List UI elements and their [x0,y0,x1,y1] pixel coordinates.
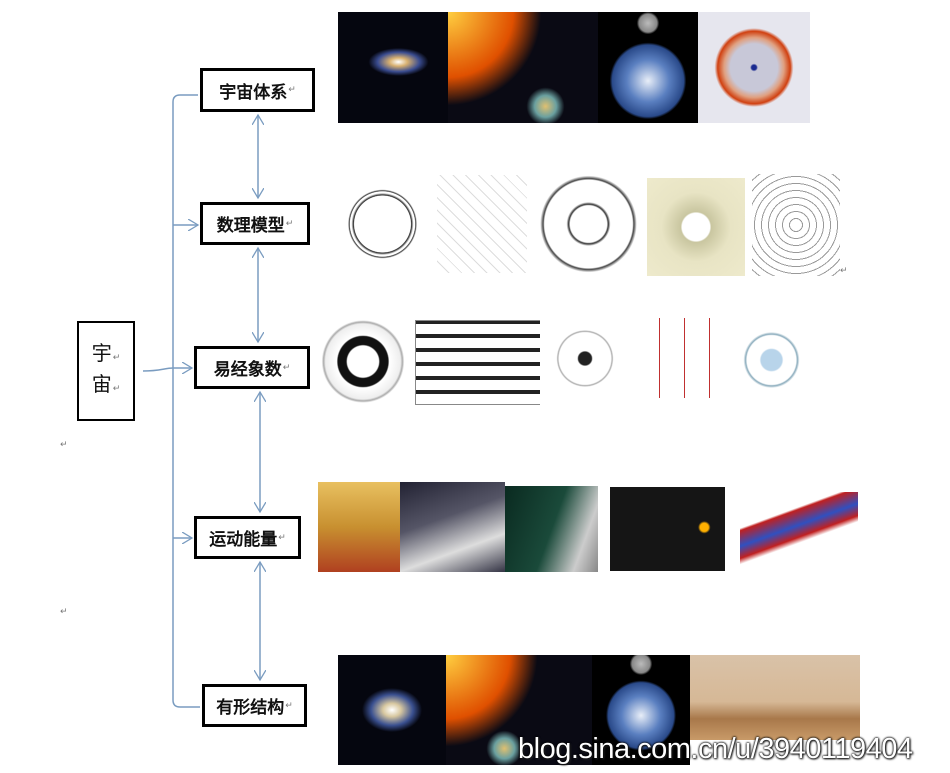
paragraph-mark: ↵ [112,384,121,394]
paragraph-mark: ↵ [60,440,68,450]
paragraph-mark: ↵ [840,266,848,276]
paragraph-mark: ↵ [288,85,296,95]
galaxy-image [338,12,448,123]
hexagram-table-image [415,320,542,405]
earth-image-2 [592,655,690,765]
paragraph-mark: ↵ [285,218,294,229]
energy-vortex-image [400,482,505,572]
solar-system-image-2 [446,655,592,765]
watermark: blog.sina.com.cn/u/3940119404 [518,733,913,765]
node-label: 数理模型 [216,216,285,236]
node-label: 宇宙体系 [219,82,288,103]
magic-square-image [635,318,712,398]
root-char-2: 宙 [91,372,112,396]
paragraph-mark: ↵ [112,353,121,363]
bagua-square-diagram [647,178,745,276]
root-char-1: 宇 [91,341,112,365]
root-node-universe: 宇↵ 宙↵ [77,321,135,421]
polar-grid-diagram [752,174,840,276]
node-tangible-structure: 有形结构↵ [202,684,307,727]
pyramids-image [690,655,860,740]
hetu-diagram [335,172,430,276]
five-elements-image [540,312,630,405]
paragraph-mark: ↵ [60,607,68,617]
node-yijing: 易经象数↵ [194,346,310,389]
milky-way-image [338,655,446,765]
five-elements-cycle-image [718,315,825,405]
node-math-model: 数理模型↵ [200,202,310,245]
mandala-image [698,12,810,123]
paragraph-mark: ↵ [285,700,293,711]
dao-calligraphy-image [318,318,408,405]
node-label: 易经象数 [213,360,282,380]
bracket-line [172,94,200,708]
earth-image [598,12,698,123]
paragraph-mark: ↵ [278,532,286,543]
paragraph-mark: ↵ [282,362,291,373]
solar-system-image [448,12,598,123]
luoshu-diagram [437,175,527,273]
heliocentric-image [610,487,725,571]
node-label: 运动能量 [209,530,278,550]
helix-image [505,486,598,572]
bagua-diagram [537,172,640,276]
root-connector [142,367,174,372]
dna-image [740,492,858,570]
node-cosmic-system: 宇宙体系↵ [200,68,315,112]
node-motion-energy: 运动能量↵ [194,516,301,559]
kundalini-image [318,482,400,572]
node-label: 有形结构 [216,698,285,718]
